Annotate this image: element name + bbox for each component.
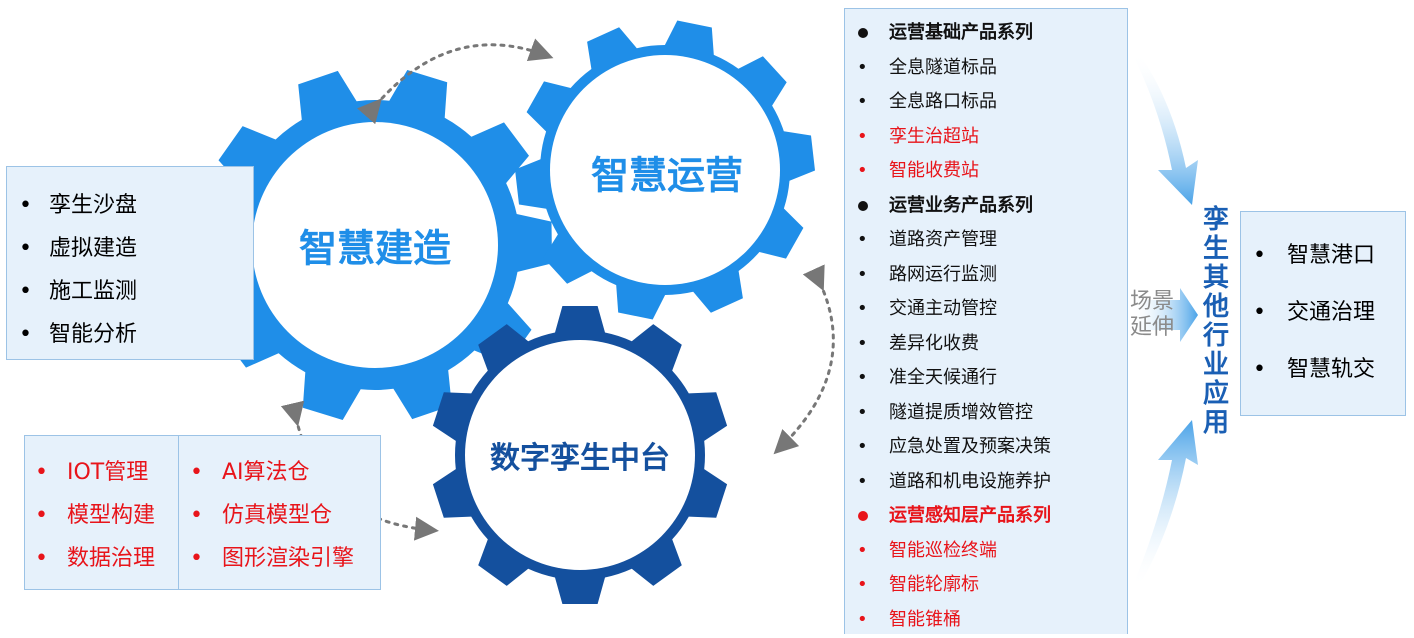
list-item: •虚拟建造 xyxy=(19,230,137,273)
industry-application-panel: •智慧港口 •交通治理 •智慧轨交 xyxy=(1240,211,1406,416)
product-list-item: •差异化收费 xyxy=(855,328,1051,363)
product-list-item: •准全天候通行 xyxy=(855,362,1051,397)
product-series-heading: 运营感知层产品系列 xyxy=(855,500,1051,535)
product-series-panel: 运营基础产品系列•全息隧道标品•全息路口标品•孪生治超站•智能收费站运营业务产品… xyxy=(844,8,1128,634)
twin-platform-left-list: •IOT管理 •模型构建 •数据治理 xyxy=(35,454,155,583)
list-item: •IOT管理 xyxy=(35,454,155,497)
product-list-item: •隧道提质增效管控 xyxy=(855,397,1051,432)
product-list-item: •路网运行监测 xyxy=(855,259,1051,294)
twin-platform-right-list: •AI算法仓 •仿真模型仓 •图形渲染引擎 xyxy=(190,454,354,583)
product-series-heading: 运营业务产品系列 xyxy=(855,190,1051,225)
left-feature-panel: •孪生沙盘 •虚拟建造 •施工监测 •智能分析 xyxy=(6,166,254,360)
product-list-item: •应急处置及预案决策 xyxy=(855,431,1051,466)
other-industry-application-title: 孪生其他行业应用 xyxy=(1201,206,1231,438)
operation-twin-connector xyxy=(780,283,833,448)
product-list-item: •孪生治超站 xyxy=(855,121,1051,156)
product-list-item: •智能巡检终端 xyxy=(855,535,1051,570)
list-item: •智能分析 xyxy=(19,316,137,359)
upper-extension-arrow xyxy=(1133,52,1198,205)
heading-bullet-icon xyxy=(858,511,868,521)
industry-application-list: •智慧港口 •交通治理 •智慧轨交 xyxy=(1253,242,1375,413)
construction-gear-label: 智慧建造 xyxy=(299,218,451,273)
list-item: •智慧港口 xyxy=(1253,242,1375,299)
list-item: •图形渲染引擎 xyxy=(190,540,354,583)
twin-platform-feature-panel: •IOT管理 •模型构建 •数据治理 •AI算法仓 •仿真模型仓 •图形渲染引擎 xyxy=(24,435,381,590)
lower-extension-arrow xyxy=(1133,420,1198,588)
list-item: •AI算法仓 xyxy=(190,454,354,497)
product-list-item: •道路和机电设施养护 xyxy=(855,466,1051,501)
product-list-item: •全息隧道标品 xyxy=(855,52,1051,87)
list-item: •模型构建 xyxy=(35,497,155,540)
product-list-item: •道路资产管理 xyxy=(855,224,1051,259)
product-list-item: •全息路口标品 xyxy=(855,86,1051,121)
list-item: •交通治理 xyxy=(1253,299,1375,356)
twin-platform-gear-label: 数字孪生中台 xyxy=(490,433,670,477)
product-list-item: •智能锥桶 xyxy=(855,604,1051,638)
product-list-item: •智能轮廓标 xyxy=(855,569,1051,604)
panel-divider xyxy=(178,436,179,589)
list-item: •数据治理 xyxy=(35,540,155,583)
list-item: •施工监测 xyxy=(19,273,137,316)
list-item: •孪生沙盘 xyxy=(19,187,137,230)
operation-gear-label: 智慧运营 xyxy=(591,145,743,200)
product-list-item: •智能收费站 xyxy=(855,155,1051,190)
heading-bullet-icon xyxy=(858,201,868,211)
product-series-list: 运营基础产品系列•全息隧道标品•全息路口标品•孪生治超站•智能收费站运营业务产品… xyxy=(855,17,1051,638)
heading-bullet-icon xyxy=(858,28,868,38)
list-item: •仿真模型仓 xyxy=(190,497,354,540)
left-feature-list: •孪生沙盘 •虚拟建造 •施工监测 •智能分析 xyxy=(19,187,137,359)
product-series-heading: 运营基础产品系列 xyxy=(855,17,1051,52)
product-list-item: •交通主动管控 xyxy=(855,293,1051,328)
scenario-extension-label: 场景延伸 xyxy=(1130,289,1180,341)
list-item: •智慧轨交 xyxy=(1253,356,1375,413)
